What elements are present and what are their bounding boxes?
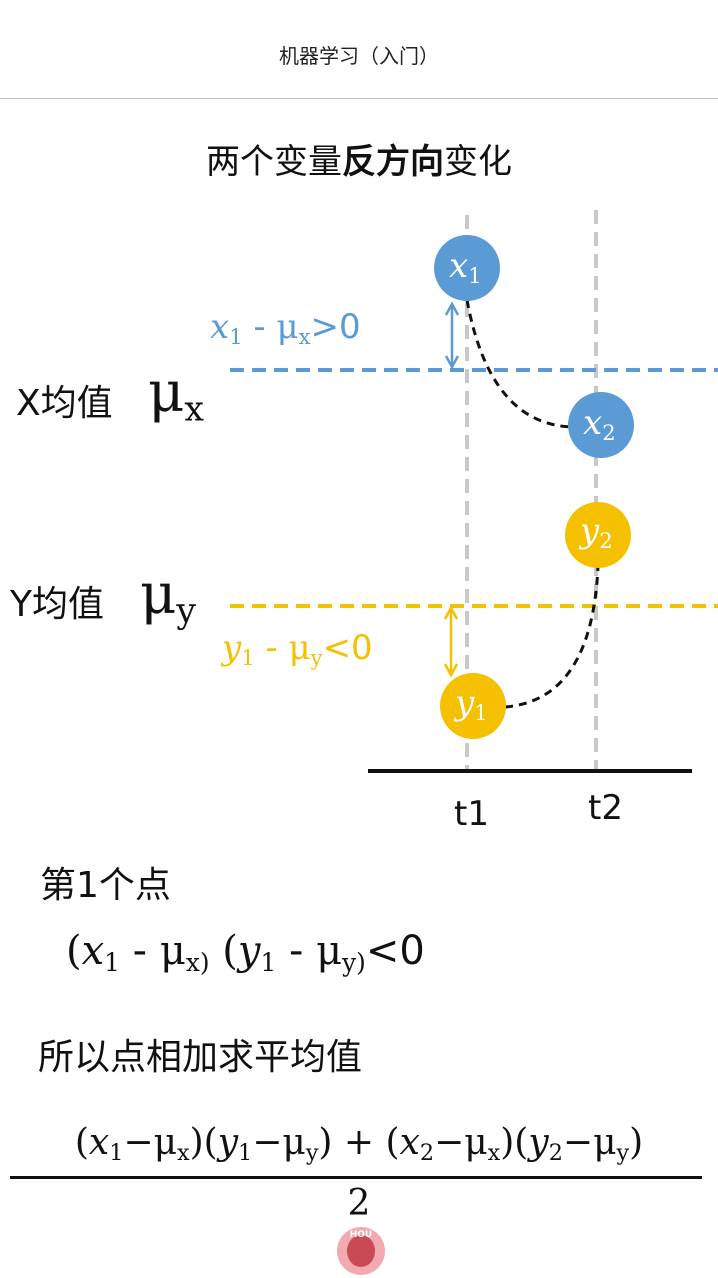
watermark-text: HOU xyxy=(349,1230,373,1240)
formula-denominator: 2 xyxy=(347,1183,371,1224)
watermark-logo: HOU xyxy=(337,1227,385,1275)
y-mean-symbol: μy xyxy=(140,562,197,632)
average-label: 所以点相加求平均值 xyxy=(38,1037,363,1078)
y-diff-label: y1 - μy<0 xyxy=(222,628,373,670)
t2-label: t2 xyxy=(588,788,623,828)
x-trend-curve xyxy=(465,299,574,429)
product-expression: (x1 - μx) (y1 - μy)<0 xyxy=(66,928,425,977)
x-diff-label: x1 - μx>0 xyxy=(210,307,361,349)
y2-point-label: y2 xyxy=(580,511,613,553)
diagram-title: 两个变量反方向变化 xyxy=(206,142,512,182)
page-title: 机器学习（入门） xyxy=(279,44,439,68)
diagram-canvas xyxy=(230,210,718,773)
app-header: 机器学习（入门） xyxy=(0,0,718,99)
y1-point xyxy=(440,673,506,739)
y-diff-arrow xyxy=(443,605,459,678)
x-diff-arrow xyxy=(444,301,460,370)
x-mean-label: X均值 xyxy=(16,383,113,424)
y1-point-label: y1 xyxy=(455,683,488,725)
x1-point-label: x1 xyxy=(449,246,482,288)
x2-point xyxy=(568,392,634,458)
fraction-bar xyxy=(10,1176,702,1179)
x1-point xyxy=(434,235,500,301)
t1-label: t1 xyxy=(454,794,489,834)
point-label: 第1个点 xyxy=(40,865,171,906)
y-mean-label: Y均值 xyxy=(10,584,104,625)
formula-numerator: (x1−μx)(y1−μy) + (x2−μx)(y2−μy) xyxy=(74,1122,644,1167)
y2-point xyxy=(565,502,631,568)
x2-point-label: x2 xyxy=(583,403,616,445)
y-trend-curve xyxy=(504,565,600,709)
x-mean-symbol: μx xyxy=(148,360,204,430)
